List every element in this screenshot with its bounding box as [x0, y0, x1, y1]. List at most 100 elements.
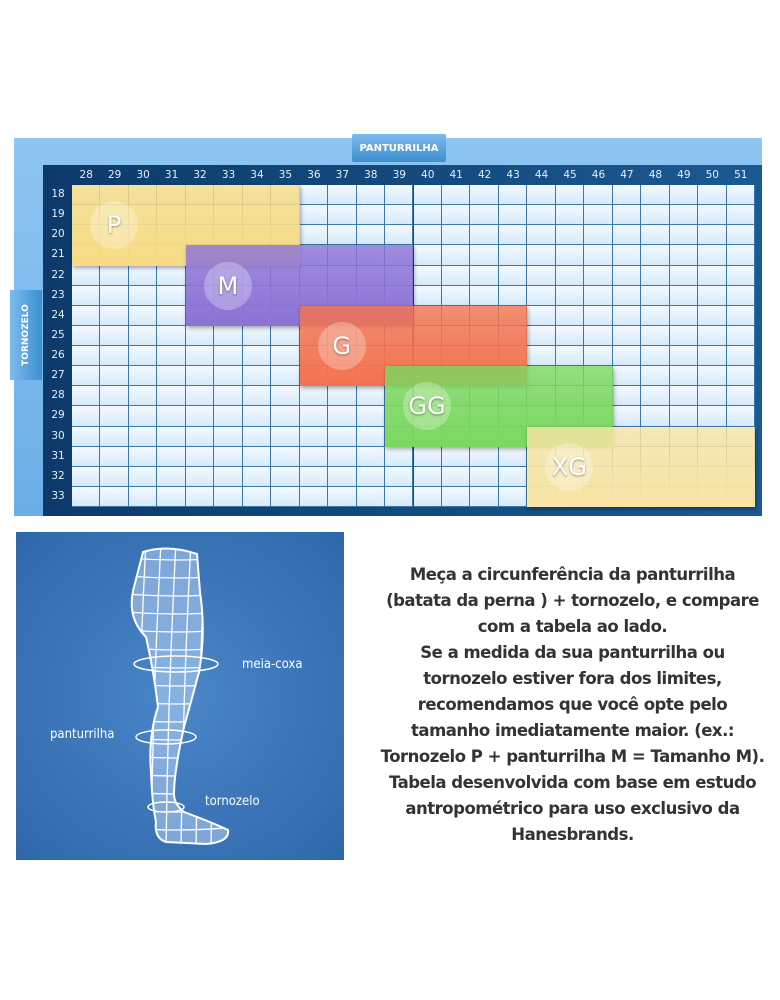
grid-cell: [242, 406, 272, 427]
row-label: 30: [51, 429, 65, 442]
grid-cell: [242, 386, 272, 407]
grid-cell: [726, 285, 755, 306]
size-block-xg: XG: [527, 426, 755, 507]
grid-cell: [441, 265, 471, 286]
size-badge: G: [317, 322, 366, 370]
grid-cell: [527, 245, 556, 266]
grid-cell: [726, 386, 755, 407]
instruction-line: Tabela desenvolvida com base em estudo: [388, 773, 757, 792]
column-label: 50: [705, 169, 719, 181]
grid-cell: [328, 205, 357, 226]
grid-cell: [641, 386, 670, 407]
grid-cell: [72, 446, 101, 467]
row-label: 27: [51, 369, 65, 382]
grid-cell: [157, 366, 186, 387]
grid-cell: [584, 285, 613, 306]
grid-cell: [185, 386, 215, 407]
grid-cell: [299, 446, 329, 467]
grid-cell: [726, 245, 755, 266]
grid-cell: [356, 225, 386, 246]
column-label: 47: [620, 169, 634, 181]
column-label: 49: [677, 169, 691, 181]
grid-cell: [271, 446, 300, 467]
column-label: 32: [193, 169, 207, 181]
tornozelo-label: tornozelo: [205, 794, 260, 809]
row-label: 28: [51, 389, 65, 402]
grid-cell: [527, 185, 556, 206]
grid-cell: [641, 265, 670, 286]
grid-cell: [128, 366, 158, 387]
size-badge: M: [203, 261, 252, 310]
grid-cell: [72, 346, 101, 367]
grid-cell: [128, 486, 158, 507]
grid-cell: [669, 406, 699, 427]
grid-cell: [669, 386, 699, 407]
grid-cell: [214, 426, 243, 447]
grid-cell: [72, 486, 101, 507]
column-label: 39: [392, 169, 406, 181]
grid-cell: [299, 466, 329, 487]
grid-cell: [413, 486, 442, 507]
grid-cell: [242, 366, 272, 387]
grid-cell: [441, 466, 471, 487]
grid-cell: [698, 366, 727, 387]
grid-cell: [72, 325, 101, 346]
column-label: 35: [278, 169, 293, 181]
grid-cell: [100, 305, 129, 326]
grid-cell: [185, 406, 215, 427]
grid-cell: [299, 406, 329, 427]
grid-cell: [498, 486, 528, 507]
grid-cell: [72, 466, 101, 487]
grid-cell: [385, 486, 414, 507]
grid-cell: [72, 406, 101, 427]
grid-cell: [128, 305, 158, 326]
grid-cell: [470, 265, 499, 286]
instruction-line: Hanesbrands.: [511, 825, 634, 844]
grid-cell: [698, 205, 727, 226]
size-badge: XG: [545, 442, 594, 491]
grid-cell: [555, 265, 585, 286]
grid-cell: [612, 185, 642, 206]
grid-cell: [612, 285, 642, 306]
grid-cell: [100, 346, 129, 367]
grid-cell: [527, 265, 556, 286]
grid-cell: [669, 245, 699, 266]
grid-cell: [413, 205, 442, 226]
grid-cell: [413, 285, 442, 306]
grid-cell: [157, 285, 186, 306]
grid-cell: [698, 245, 727, 266]
grid-cell: [669, 225, 699, 246]
grid-cell: [356, 446, 386, 467]
grid-cell: [498, 245, 528, 266]
column-label: 29: [107, 169, 122, 181]
column-label: 48: [648, 169, 663, 181]
grid-cell: [555, 205, 585, 226]
grid-cell: [128, 466, 158, 487]
grid-cell: [641, 185, 670, 206]
grid-cell: [555, 225, 585, 246]
grid-cell: [72, 366, 101, 387]
instruction-line: recomendamos que você opte pelo: [417, 695, 728, 714]
grid-cell: [698, 185, 727, 206]
grid-cell: [157, 426, 186, 447]
grid-cell: [413, 185, 442, 206]
row-label: 18: [51, 188, 65, 200]
grid-cell: [726, 205, 755, 226]
grid-cell: [669, 366, 699, 387]
grid-cell: [726, 305, 755, 326]
grid-cell: [726, 325, 755, 346]
grid-cell: [555, 245, 585, 266]
panturrilha-axis-label: PANTURRILHA: [352, 134, 446, 162]
column-label: 37: [335, 169, 350, 181]
grid-cell: [612, 346, 642, 367]
grid-cell: [584, 305, 613, 326]
column-label: 31: [164, 169, 179, 181]
grid-cell: [100, 366, 129, 387]
column-label: 30: [136, 169, 150, 181]
grid-cell: [356, 205, 386, 226]
grid-cell: [726, 366, 755, 387]
grid-cell: [698, 386, 727, 407]
grid-cell: [527, 225, 556, 246]
column-label: 44: [534, 169, 549, 181]
grid-cell: [185, 325, 215, 346]
